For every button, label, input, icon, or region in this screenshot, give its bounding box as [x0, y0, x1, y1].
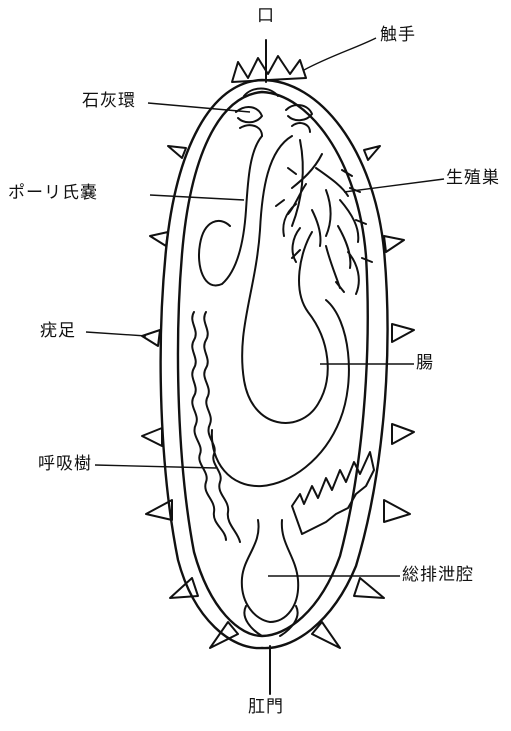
- label-respiratory-tree: 呼吸樹: [38, 456, 92, 473]
- cloaca: [242, 520, 298, 622]
- label-tentacles: 触手: [380, 27, 416, 44]
- respiratory-tree-left: [192, 312, 240, 542]
- label-cloaca: 総排泄腔: [402, 567, 474, 584]
- label-gonad: 生殖巣: [446, 170, 500, 187]
- label-calcareous-ring: 石灰環: [82, 93, 136, 110]
- label-anus: 肛門: [248, 699, 284, 716]
- polian-vesicle: [199, 136, 262, 285]
- leader-lines: [86, 38, 444, 576]
- label-tube-feet: 疣足: [40, 323, 76, 340]
- body-spines: [142, 56, 414, 648]
- gonad: [276, 154, 372, 294]
- label-intestine: 腸: [416, 355, 434, 372]
- label-mouth: 口: [257, 8, 275, 25]
- respiratory-tree-right: [292, 452, 374, 534]
- label-polian-vesicle: ポーリ氏嚢: [8, 185, 98, 202]
- intestine: [242, 136, 328, 423]
